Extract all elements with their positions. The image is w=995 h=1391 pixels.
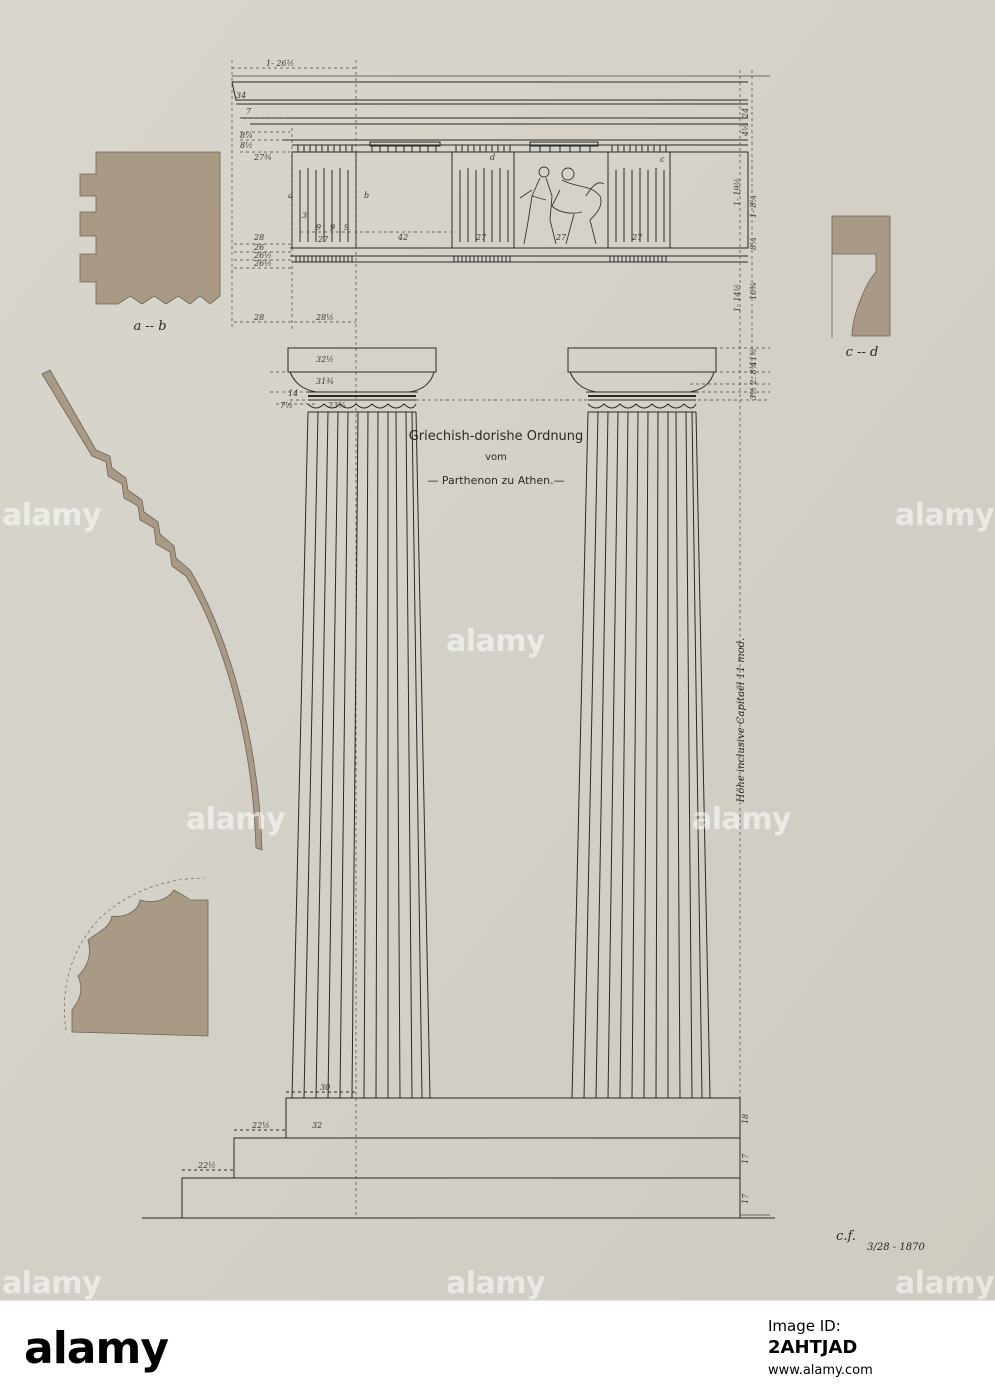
watermark-left: alamy bbox=[2, 498, 102, 533]
stylobate bbox=[142, 1091, 775, 1219]
drawing-location: — Parthenon zu Athen.— bbox=[427, 474, 564, 487]
label-section-cd: c -- d bbox=[846, 345, 879, 360]
dim-lower-4: 26½ bbox=[253, 259, 272, 268]
dim-frieze-1: 3 bbox=[302, 211, 307, 220]
dim-cap-2: 31¾ bbox=[316, 377, 334, 386]
dim-lower-1: 28 bbox=[253, 233, 264, 242]
dimension-labels: 1- 26½ 34 7 8¼ 8½ 27¾ a b d c 3 9 9 9 27… bbox=[197, 59, 758, 1204]
stock-footer: alamy Image ID: 2AHTJAD www.alamy.com bbox=[0, 1300, 995, 1391]
dim-left-e: 27¾ bbox=[253, 153, 272, 162]
dim-step-3: 17 bbox=[741, 1193, 750, 1204]
metope-relief bbox=[519, 166, 605, 245]
dim-lower-2: 26 bbox=[253, 243, 264, 252]
dim-frieze-2: 9 bbox=[316, 223, 321, 232]
section-a-b bbox=[79, 151, 221, 305]
vertical-note: Höhe inclusive Capitaël 11 mod. bbox=[736, 638, 747, 804]
dim-c: c bbox=[660, 155, 665, 164]
architectural-drawing: 1- 26½ 34 7 8¼ 8½ 27¾ a b d c 3 9 9 9 27… bbox=[0, 0, 995, 1300]
section-c-d bbox=[831, 215, 891, 338]
dim-frieze-9: 27 bbox=[631, 233, 643, 242]
dim-right-4: 1- 8¼ bbox=[749, 195, 758, 218]
dim-right-7: 10¾ bbox=[749, 282, 758, 300]
dim-frieze-6: 42 bbox=[397, 233, 408, 242]
dim-a: a bbox=[288, 191, 293, 200]
dim-frieze-3: 9 bbox=[330, 223, 335, 232]
dim-d: d bbox=[490, 153, 495, 162]
dim-base-1: 30 bbox=[320, 1083, 330, 1092]
dim-left-c: 8¼ bbox=[240, 131, 253, 140]
dim-right-3: 1- 19½ bbox=[733, 178, 742, 206]
dim-ab-w1: 28 bbox=[253, 313, 264, 322]
watermark-bottom-right: alamy bbox=[895, 1266, 995, 1300]
dim-frieze-8: 27 bbox=[555, 233, 567, 242]
dim-right-6: 1- 14½ bbox=[733, 284, 742, 312]
section-labels: a -- b c -- d c.f. 3/28 - 1870 Höhe incl… bbox=[133, 319, 925, 1253]
signature: c.f. bbox=[836, 1229, 856, 1244]
image-id-value: 2AHTJAD bbox=[768, 1337, 858, 1358]
drawing-date: 3/28 - 1870 bbox=[867, 1242, 925, 1253]
dim-cap-l1: 14 bbox=[288, 389, 298, 398]
drawing-sheet: 1- 26½ 34 7 8¼ 8½ 27¾ a b d c 3 9 9 9 27… bbox=[0, 0, 995, 1300]
dim-cap-1: 32½ bbox=[316, 355, 334, 364]
dim-top-width: 1- 26½ bbox=[266, 59, 294, 68]
dim-right-1: 24 bbox=[741, 108, 750, 119]
watermark-mid-left: alamy bbox=[186, 802, 286, 837]
dim-step-2: 17 bbox=[741, 1153, 750, 1164]
dim-cap-3: 23¾ bbox=[327, 401, 346, 410]
label-section-ab: a -- b bbox=[133, 319, 166, 334]
dim-lower-3: 26½ bbox=[253, 251, 272, 260]
dim-step-1: 18 bbox=[741, 1114, 750, 1124]
cornice-profile bbox=[41, 369, 263, 851]
dim-frieze-7: 27 bbox=[475, 233, 487, 242]
dim-b: b bbox=[364, 191, 369, 200]
site-link[interactable]: www.alamy.com bbox=[768, 1363, 873, 1378]
dim-base-3: 32 bbox=[312, 1121, 322, 1130]
watermark-center-top: alamy bbox=[446, 624, 546, 659]
watermark-bottom-center: alamy bbox=[446, 1266, 546, 1300]
dim-left-a: 34 bbox=[236, 91, 246, 100]
dim-frieze-5: 27 bbox=[317, 235, 329, 244]
fluting-section bbox=[64, 877, 209, 1037]
alamy-logo[interactable]: alamy bbox=[24, 1323, 169, 1374]
watermark-bottom-left: alamy bbox=[2, 1266, 102, 1300]
dim-base-2: 22½ bbox=[251, 1121, 270, 1130]
dim-frieze-4: 9 bbox=[344, 223, 349, 232]
dim-ab-w2: 28½ bbox=[315, 313, 334, 322]
title-block: Griechish-dorishe Ordnung vom — Partheno… bbox=[409, 429, 584, 487]
dim-right-5: 8¼ bbox=[749, 237, 758, 250]
dim-right-9: 3½ 2. 8¼ bbox=[749, 362, 758, 400]
image-id-label: Image ID: bbox=[768, 1317, 841, 1335]
drawing-title: Griechish-dorishe Ordnung bbox=[409, 429, 584, 444]
watermark-right: alamy bbox=[895, 498, 995, 533]
dim-left-b: 7 bbox=[246, 107, 252, 116]
dim-right-2: 4½ bbox=[741, 123, 750, 137]
dim-left-d: 8½ bbox=[240, 141, 253, 150]
dim-cap-l2: 7½ bbox=[280, 401, 293, 410]
watermark-mid-right: alamy bbox=[692, 802, 792, 837]
drawing-subtitle: vom bbox=[485, 452, 507, 463]
dim-base-4: 22½ bbox=[197, 1161, 216, 1170]
dim-right-8: 11½ bbox=[749, 348, 758, 366]
